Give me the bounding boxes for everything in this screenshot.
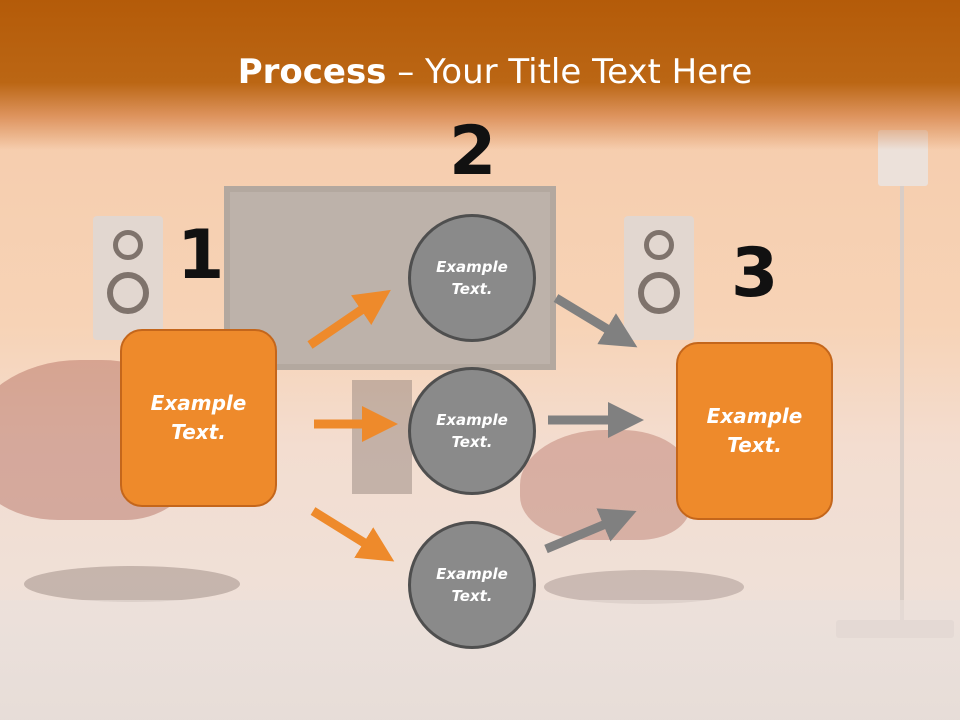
slide-title: Process – Your Title Text Here bbox=[0, 52, 960, 92]
arrow-right-icon bbox=[310, 507, 395, 562]
title-band bbox=[0, 0, 960, 150]
arrow-right-icon bbox=[544, 508, 637, 554]
step-number-1: 1 bbox=[177, 216, 225, 295]
title-bold: Process bbox=[237, 52, 387, 92]
title-rest: – Your Title Text Here bbox=[386, 52, 753, 92]
background-chair-left-base bbox=[24, 566, 240, 602]
background-speaker-right bbox=[624, 216, 694, 340]
step-box-1: Example Text. bbox=[120, 329, 277, 507]
process-circle-middle: Example Text. bbox=[408, 367, 536, 495]
process-circle-bottom: Example Text. bbox=[408, 521, 536, 649]
background-chair-right-base bbox=[544, 570, 744, 604]
step-box-3: Example Text. bbox=[676, 342, 833, 520]
background-lamp-pole bbox=[900, 186, 904, 626]
arrow-right-icon bbox=[307, 289, 391, 349]
step-number-2: 2 bbox=[449, 112, 497, 191]
step-number-3: 3 bbox=[731, 234, 779, 313]
arrow-right-icon bbox=[553, 294, 638, 348]
process-circle-top: Example Text. bbox=[408, 214, 536, 342]
background-speaker-left bbox=[93, 216, 163, 340]
